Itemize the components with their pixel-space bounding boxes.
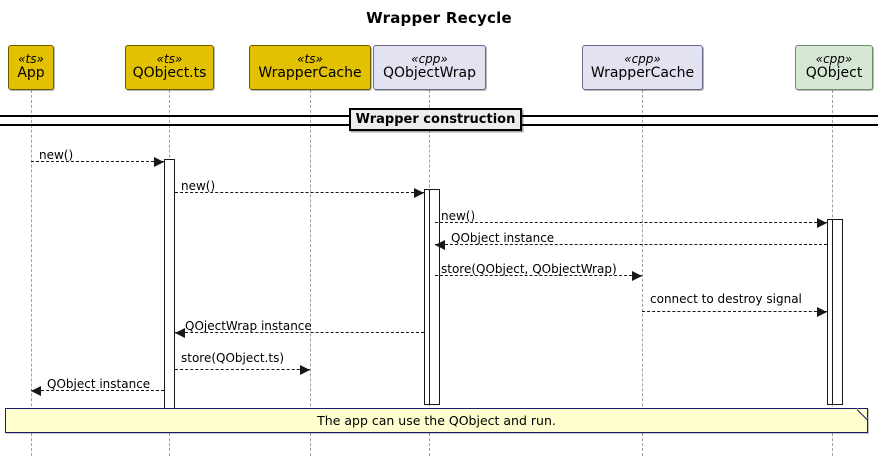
participant-stereotype: «ts» (297, 51, 323, 66)
participant-name: WrapperCache (590, 65, 695, 82)
participant-name: App (17, 65, 45, 82)
msg-new-app-label: new() (39, 148, 74, 162)
msg-store-ts-arrowhead (300, 365, 310, 375)
act-qobject-ts (164, 159, 175, 420)
participant-qobjectwrap[interactable]: «cpp»QObjectWrap (373, 45, 486, 90)
msg-new-wrap-line (435, 222, 827, 223)
msg-connect-label: connect to destroy signal (650, 292, 802, 306)
lifeline-wrappercache_cpp (642, 90, 643, 456)
msg-new-qobjectts-arrowhead (414, 188, 424, 198)
msg-connect-arrowhead (817, 307, 827, 317)
participant-app[interactable]: «ts»App (8, 45, 54, 90)
msg-new-qobjectts-label: new() (181, 179, 216, 193)
note-text: The app can use the QObject and run. (317, 413, 556, 428)
participant-stereotype: «cpp» (624, 51, 661, 66)
act-qobjectwrap-b (429, 189, 440, 405)
msg-store-pair-label: store(QObject, QObjectWrap) (441, 262, 617, 276)
participant-stereotype: «cpp» (815, 51, 853, 66)
msg-qobject-inst-2-label: QObject instance (47, 377, 151, 391)
lifeline-wrappercache_ts (310, 90, 311, 456)
participant-name: QObject (805, 65, 863, 82)
msg-new-wrap-label: new() (441, 209, 476, 223)
msg-wrap-inst-label: QOjectWrap instance (185, 319, 312, 333)
msg-new-app-arrowhead (154, 157, 164, 167)
participant-name: QObjectWrap (382, 65, 477, 82)
msg-connect-line (642, 311, 827, 312)
participant-qobject_ts[interactable]: «ts»QObject.ts (125, 45, 214, 90)
participant-qobject_cpp[interactable]: «cpp»QObject (795, 45, 873, 90)
msg-store-pair-arrowhead (632, 271, 642, 281)
participant-name: WrapperCache (258, 65, 362, 82)
participant-wrappercache_cpp[interactable]: «cpp»WrapperCache (582, 45, 703, 90)
msg-qobject-inst-1-arrowhead (435, 240, 445, 250)
page-title: Wrapper Recycle (366, 9, 512, 27)
msg-qobject-inst-2-arrowhead (31, 386, 41, 396)
msg-wrap-inst-arrowhead (175, 328, 185, 338)
participant-stereotype: «ts» (18, 51, 44, 66)
msg-qobject-inst-2-line (31, 390, 164, 391)
note-fold-corner-icon (857, 408, 868, 419)
msg-store-pair-line (435, 275, 642, 276)
msg-store-ts-line (175, 369, 310, 370)
msg-wrap-inst-line (175, 332, 424, 333)
act-qobject-cpp-b (832, 219, 843, 405)
msg-new-app-line (31, 161, 164, 162)
lifeline-app (31, 90, 32, 456)
participant-stereotype: «cpp» (411, 51, 448, 66)
divider-wrapper-construction: Wrapper construction (349, 108, 522, 131)
msg-new-qobjectts-line (175, 192, 424, 193)
msg-qobject-inst-1-label: QObject instance (451, 231, 555, 245)
divider-label: Wrapper construction (355, 112, 516, 127)
note-app-can-use: The app can use the QObject and run. (5, 408, 868, 433)
participant-stereotype: «ts» (156, 51, 183, 66)
participant-name: QObject.ts (132, 65, 207, 82)
msg-store-ts-label: store(QObject.ts) (181, 351, 285, 365)
msg-new-wrap-arrowhead (817, 218, 827, 228)
msg-qobject-inst-1-line (435, 244, 827, 245)
participant-wrappercache_ts[interactable]: «ts»WrapperCache (249, 45, 371, 90)
